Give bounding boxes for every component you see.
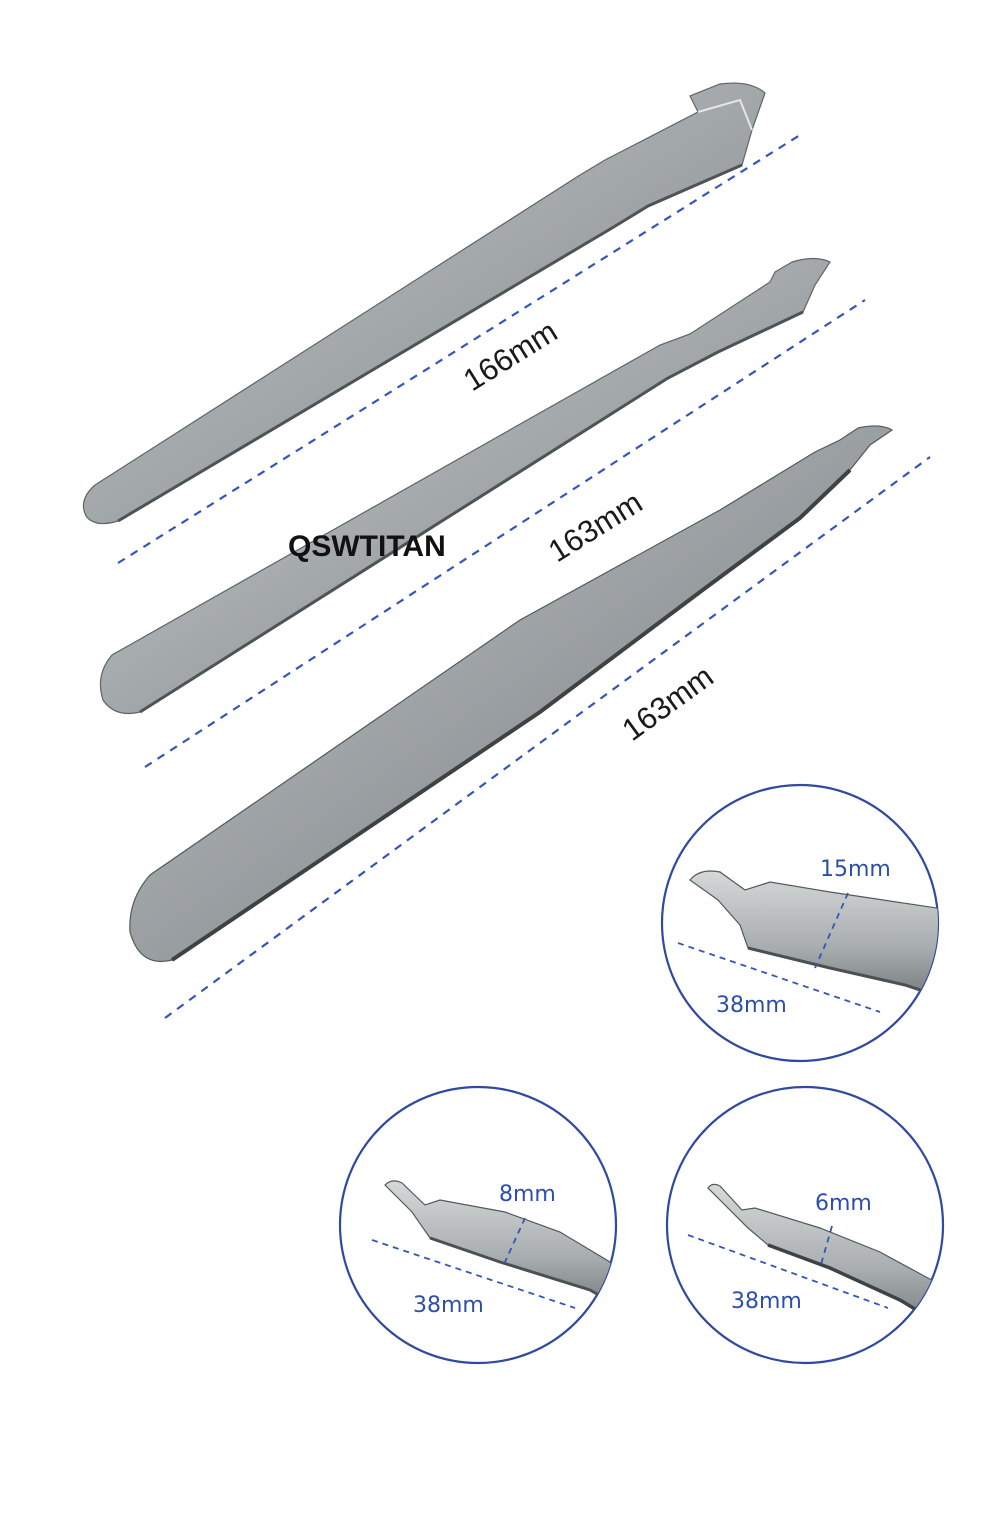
instrument-2-edge-shadow (139, 310, 804, 714)
detail-view-3-length-label: 38mm (731, 1289, 802, 1314)
detail-view-2: 8mm 38mm (338, 1085, 618, 1365)
instrument-3-edge-shadow (170, 468, 852, 962)
instrument-3-length-label: 163mm (616, 659, 720, 748)
instrument-1-tip-highlight (697, 98, 753, 131)
detail-view-2-length-line (371, 1239, 576, 1309)
detail-view-3-width-line (819, 1225, 833, 1269)
detail-view-1: 15mm 38mm (660, 783, 940, 1063)
detail-view-3-length-line (687, 1234, 889, 1309)
detail-view-1-length-line (677, 942, 881, 1013)
instrument-1-body (82, 82, 766, 525)
detail-view-2-width-line (504, 1217, 526, 1263)
detail-view-2-length-label: 38mm (413, 1293, 484, 1318)
instrument-1-edge-shadow (117, 163, 743, 523)
detail-view-3: 6mm 38mm (665, 1085, 945, 1365)
detail-view-1-width-line (814, 892, 849, 969)
detail-view-3-width-label: 6mm (815, 1191, 872, 1216)
instrument-1-length-label: 166mm (457, 313, 563, 397)
detail-view-1-length-label: 38mm (716, 993, 787, 1018)
brand-watermark: QSWTITAN (288, 530, 446, 563)
instrument-2-length-label: 163mm (542, 484, 648, 568)
detail-view-2-width-label: 8mm (499, 1182, 556, 1207)
detail-view-1-width-label: 15mm (820, 857, 891, 882)
instrument-2-body (99, 257, 831, 715)
